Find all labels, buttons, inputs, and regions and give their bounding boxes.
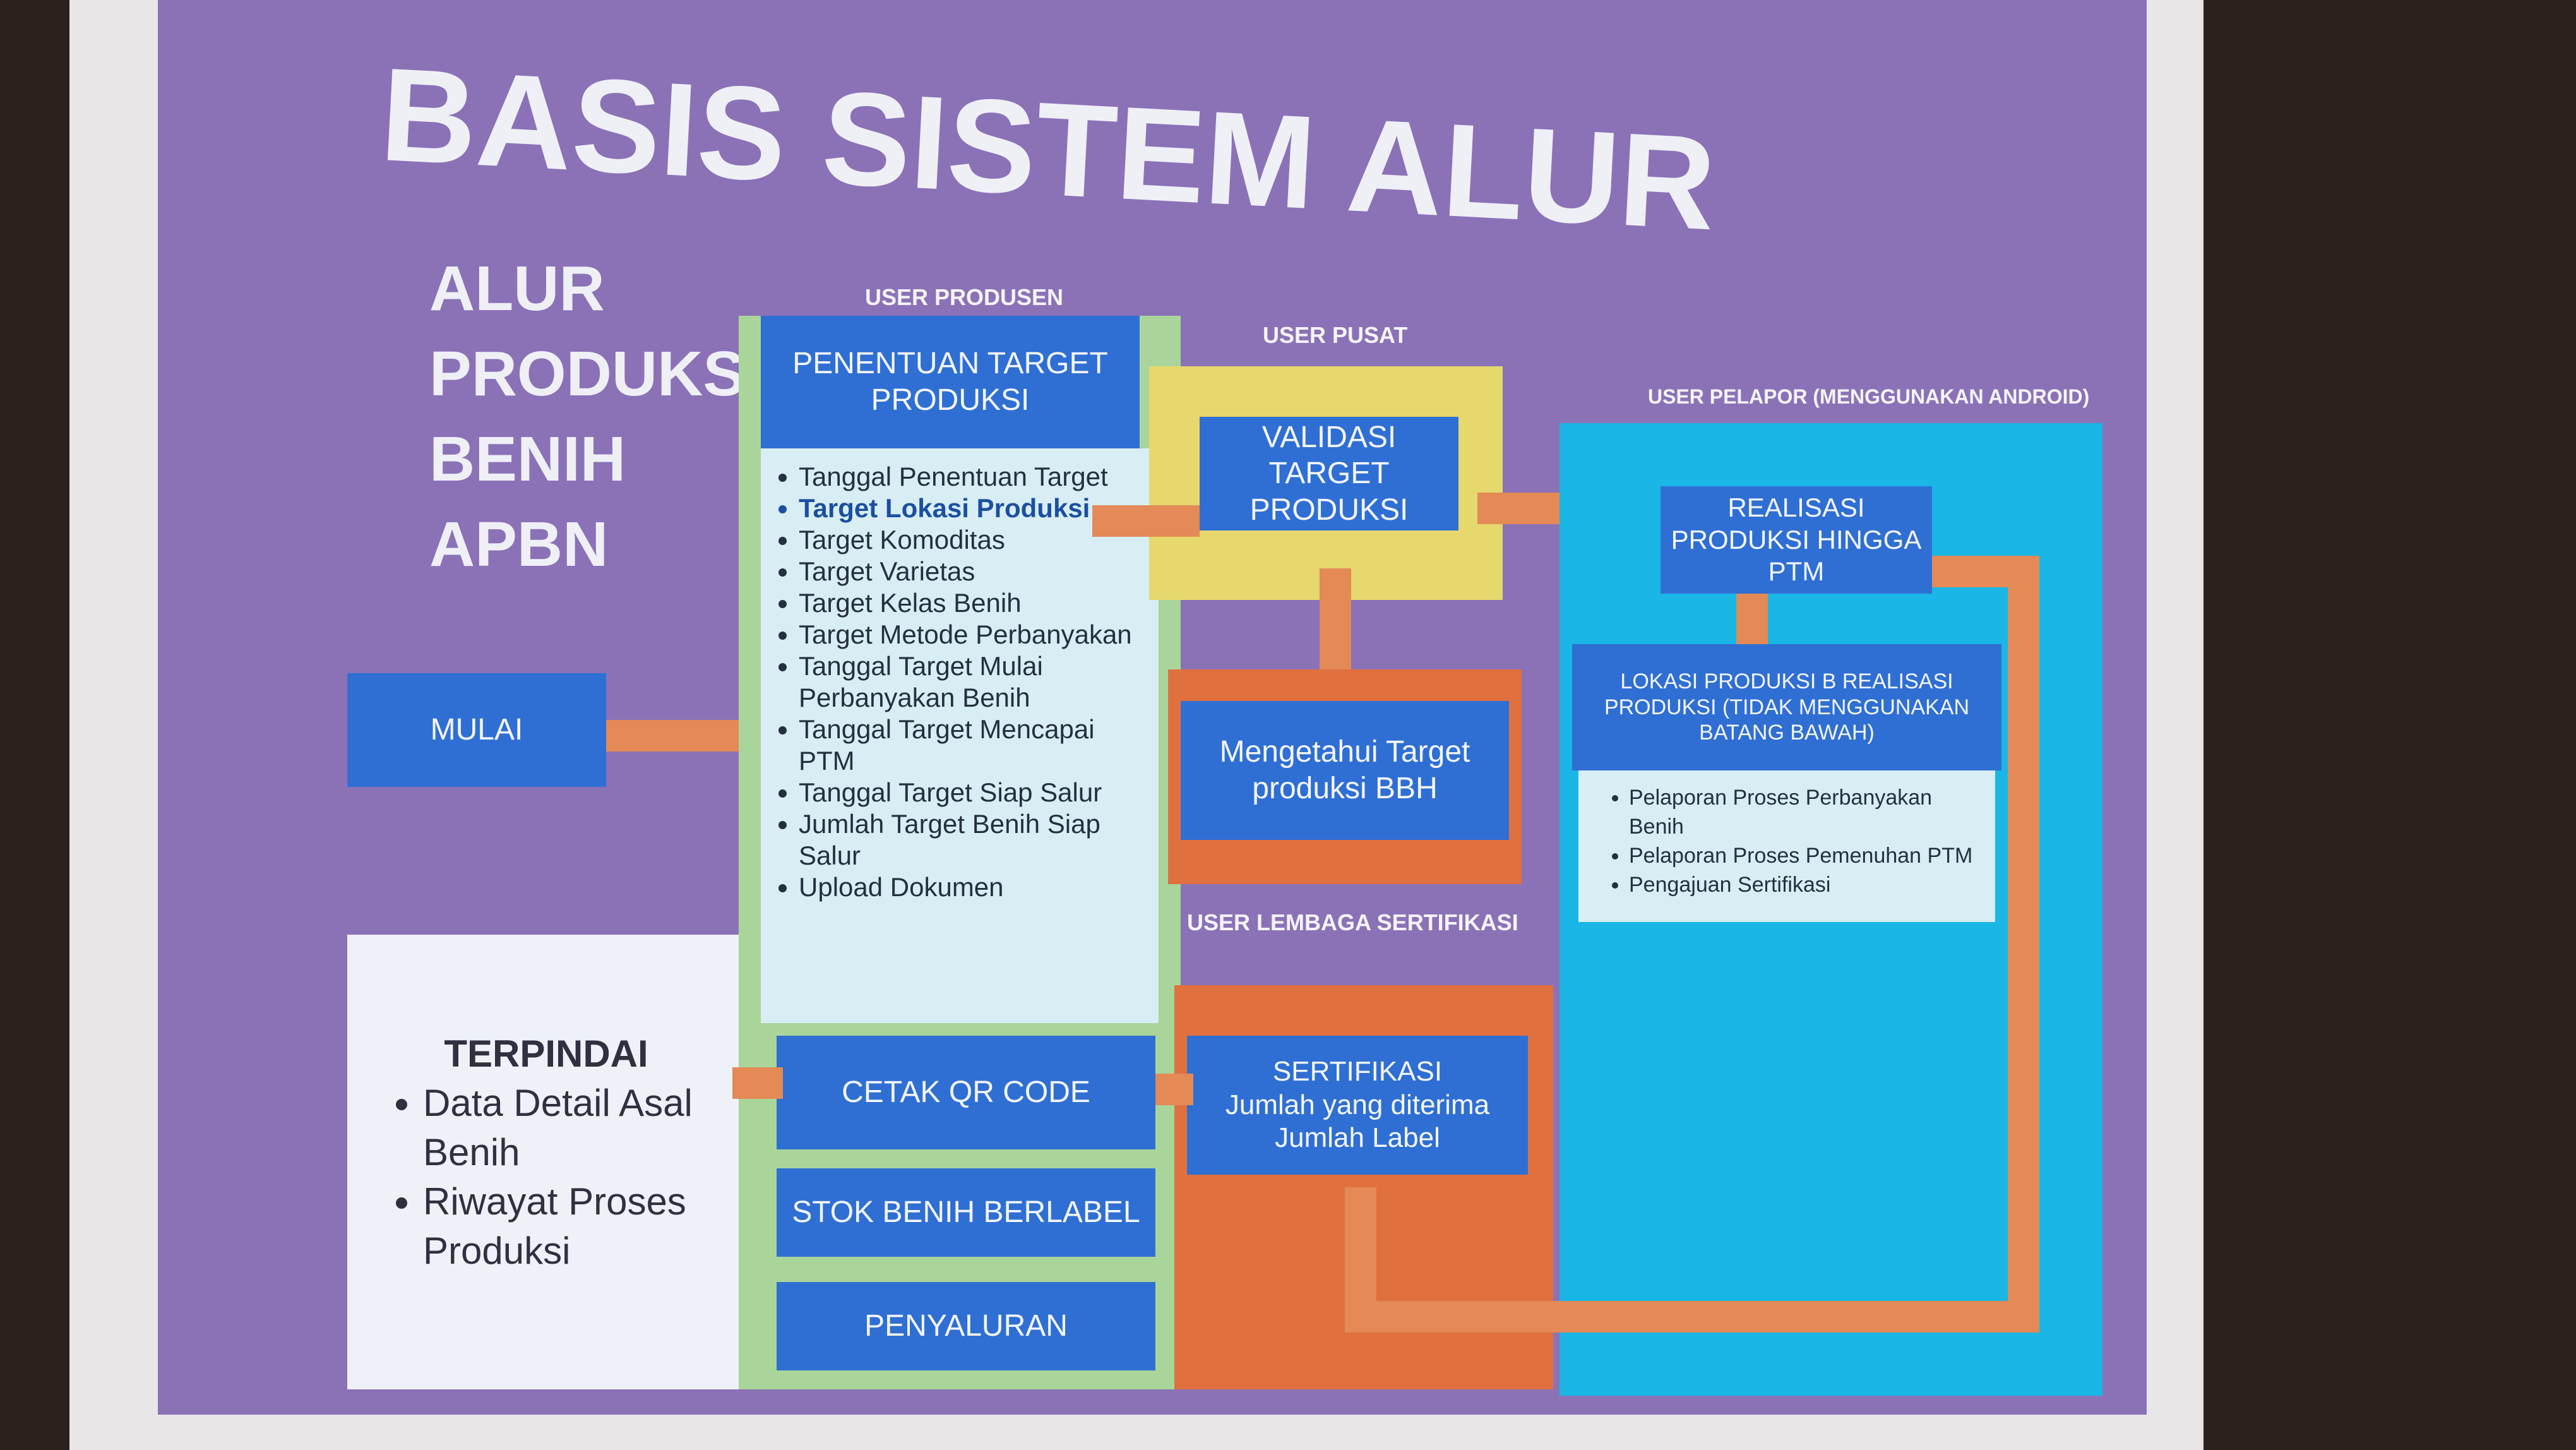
side-title: ALUR PRODUKSI BENIH APBN — [429, 246, 763, 587]
know-box: Mengetahui Target produksi BBH — [1181, 701, 1509, 840]
list-item: Jumlah yang diterima — [1225, 1089, 1490, 1120]
arrow-right-icon — [606, 720, 751, 752]
scanned-box: TERPINDAI Data Detail Asal BenihRiwayat … — [347, 935, 739, 1389]
distribution-box: PENYALURAN — [777, 1282, 1155, 1370]
side-title-line: BENIH — [429, 424, 626, 494]
side-title-line: APBN — [429, 509, 609, 580]
loop-arrow-segment — [2008, 556, 2039, 1326]
stock-box: STOK BENIH BERLABEL — [777, 1168, 1155, 1257]
list-item: Target Lokasi Produksi — [799, 493, 1146, 524]
list-item: Jumlah Target Benih Siap Salur — [799, 808, 1146, 872]
list-item: Pengajuan Sertifikasi — [1629, 870, 1983, 899]
side-title-line: ALUR — [429, 253, 605, 324]
list-item: Riwayat Proses Produksi — [423, 1177, 720, 1276]
pelapor-list: Pelaporan Proses Perbanyakan Benih Pelap… — [1578, 770, 1995, 922]
list-item: Jumlah Label — [1275, 1122, 1440, 1154]
list-item: Tanggal Target Mulai Perbanyakan Benih — [799, 650, 1146, 714]
validate-box: VALIDASI TARGET PRODUKSI — [1200, 417, 1458, 530]
list-item: Upload Dokumen — [799, 872, 1146, 903]
list-item: Pelaporan Proses Pemenuhan PTM — [1629, 841, 1983, 870]
pelapor-label: USER PELAPOR (MENGGUNAKAN ANDROID) — [1648, 385, 2090, 408]
list-item: Target Metode Perbanyakan — [799, 619, 1146, 650]
list-item: Target Varietas — [799, 556, 1146, 587]
pusat-label: USER PUSAT — [1263, 322, 1408, 348]
list-item: Tanggal Target Mencapai PTM — [799, 714, 1146, 777]
list-item: Target Kelas Benih — [799, 587, 1146, 619]
arrow-right-icon — [1092, 505, 1200, 537]
lembaga-label: USER LEMBAGA SERTIFIKASI — [1187, 909, 1518, 935]
loop-arrow-segment — [1345, 1301, 2039, 1333]
target-header: PENENTUAN TARGET PRODUKSI — [761, 316, 1140, 448]
producer-label: USER PRODUSEN — [865, 284, 1064, 310]
realisasi-box: REALISASI PRODUKSI HINGGA PTM — [1661, 486, 1932, 594]
side-title-line: PRODUKSI — [429, 339, 763, 409]
list-item: Tanggal Target Siap Salur — [799, 777, 1146, 808]
certification-header: SERTIFIKASI — [1272, 1055, 1443, 1087]
start-box: MULAI — [347, 673, 606, 787]
arrow-up-icon — [1736, 594, 1768, 644]
list-item: Target Komoditas — [799, 524, 1146, 556]
arrow-left-icon — [1155, 1074, 1193, 1105]
qr-box: CETAK QR CODE — [777, 1036, 1155, 1149]
certification-box: SERTIFIKASI Jumlah yang diterima Jumlah … — [1187, 1036, 1528, 1175]
target-list: Tanggal Penentuan Target Target Lokasi P… — [761, 448, 1159, 1023]
arrow-left-icon — [732, 1067, 783, 1099]
arrow-up-icon — [1345, 1187, 1376, 1333]
scanned-header: TERPINDAI — [444, 1033, 648, 1075]
list-item: Pelaporan Proses Perbanyakan Benih — [1629, 783, 1983, 841]
lokasi-box: LOKASI PRODUKSI B REALISASI PRODUKSI (TI… — [1572, 644, 2001, 770]
list-item: Tanggal Penentuan Target — [799, 461, 1146, 493]
list-item: Data Detail Asal Benih — [423, 1079, 720, 1177]
